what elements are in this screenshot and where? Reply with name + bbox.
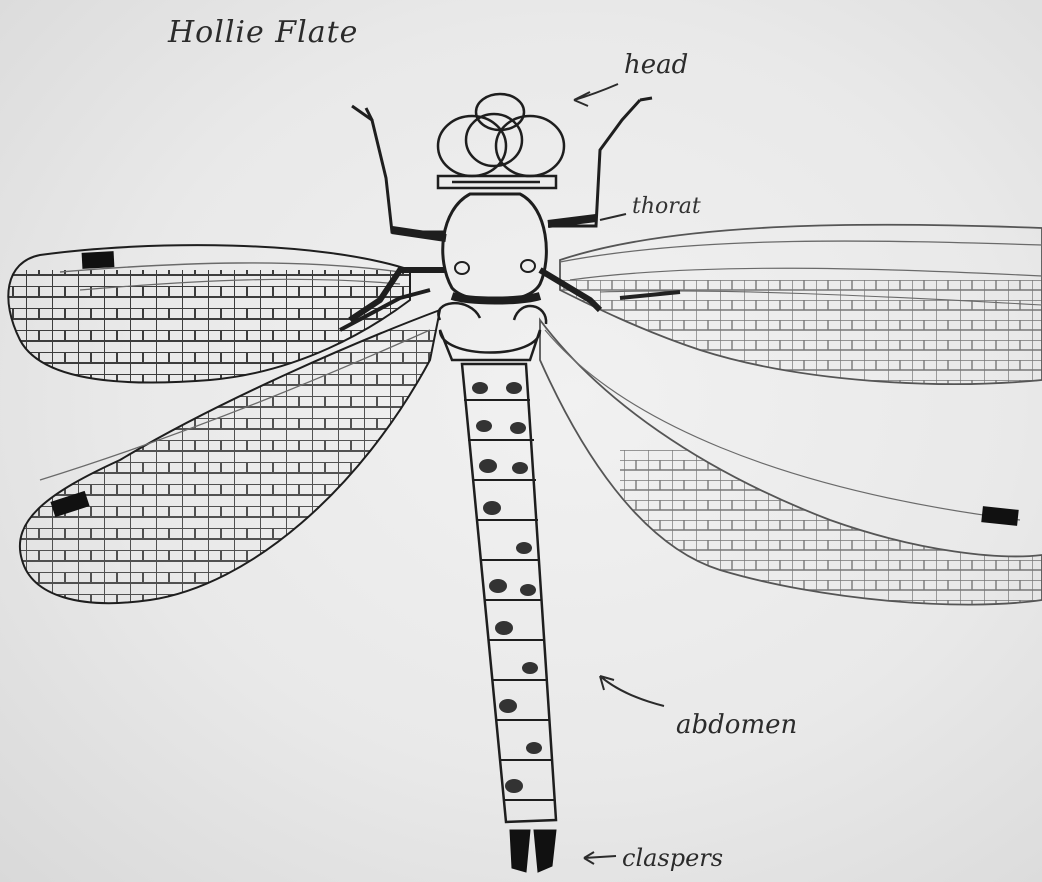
- thorax-arrow: [600, 214, 626, 220]
- abdomen: [462, 364, 556, 822]
- claspers: [510, 830, 556, 872]
- label-claspers: claspers: [622, 846, 723, 870]
- claspers-arrow: [584, 852, 616, 864]
- front-right-wing: [560, 225, 1042, 390]
- head-arrow: [574, 84, 618, 106]
- label-thorax: thorat: [632, 196, 701, 218]
- abdomen-arrow: [600, 676, 664, 706]
- label-abdomen: abdomen: [676, 712, 797, 738]
- label-head: head: [624, 52, 688, 78]
- author-name: Hollie Flate: [168, 18, 358, 48]
- thorax: [438, 194, 546, 360]
- head: [438, 94, 564, 188]
- abdomen-segments: [464, 400, 554, 800]
